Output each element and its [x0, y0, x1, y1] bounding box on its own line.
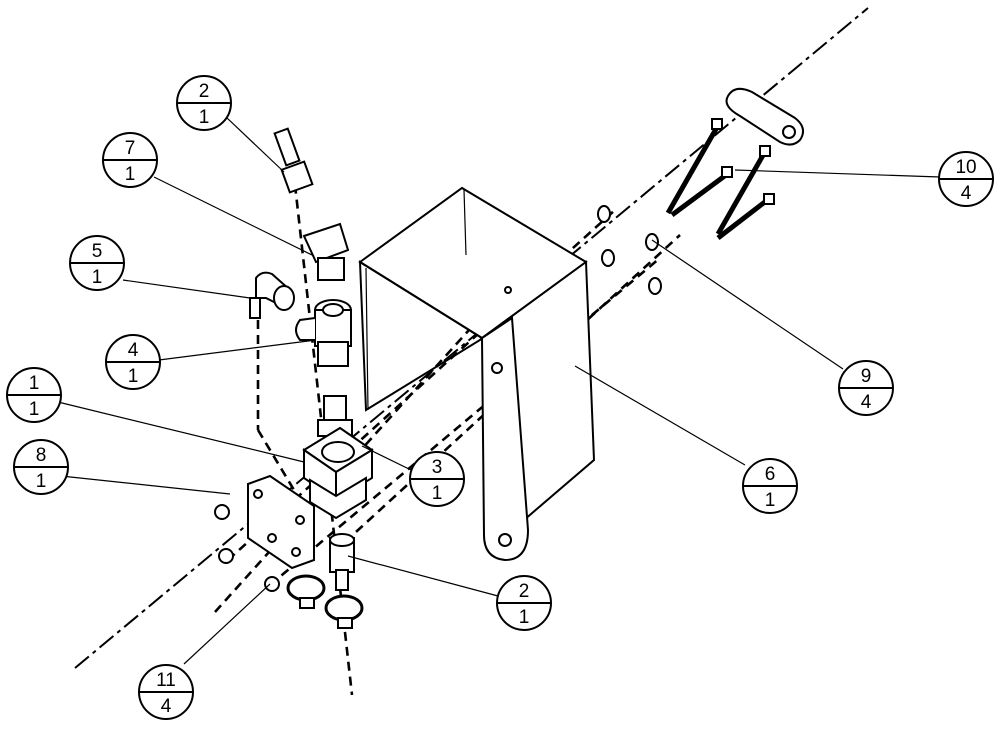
balloon-item: 4	[128, 340, 139, 361]
balloon-qty: 4	[161, 696, 172, 717]
pump-body	[302, 395, 374, 520]
tee-item-4	[295, 299, 352, 367]
balloon-item: 10	[955, 157, 976, 178]
balloon-5: 5 1	[69, 235, 125, 291]
balloon-item: 1	[29, 373, 40, 394]
balloon-qty: 1	[765, 490, 776, 511]
bracket-part	[358, 186, 596, 562]
nuts	[214, 504, 280, 592]
balloon-item: 5	[92, 241, 103, 262]
balloon-item: 3	[432, 457, 443, 478]
balloon-7: 7 1	[102, 132, 158, 188]
balloon-item: 8	[36, 445, 47, 466]
bottom-hose-barb	[329, 533, 355, 591]
balloon-qty: 1	[519, 607, 530, 628]
balloon-3: 3 1	[409, 451, 465, 507]
bolts	[665, 118, 775, 240]
elbow-item-5	[249, 271, 295, 319]
cover-plate	[247, 474, 315, 570]
balloon-qty: 1	[29, 399, 40, 420]
balloon-item: 7	[125, 138, 136, 159]
balloon-qty: 4	[961, 183, 972, 204]
leader-lines	[57, 116, 941, 665]
balloon-8: 8 1	[13, 439, 69, 495]
balloon-item: 11	[156, 670, 176, 691]
balloon-qty: 1	[199, 107, 210, 128]
balloon-2-bottom: 2 1	[496, 575, 552, 631]
balloon-item: 2	[199, 81, 210, 102]
washers	[597, 205, 662, 295]
balloon-2-top: 2 1	[176, 75, 232, 131]
balloon-9: 9 4	[838, 360, 894, 416]
balloon-qty: 1	[92, 267, 103, 288]
balloon-6: 6 1	[742, 458, 798, 514]
hose-clamps	[286, 574, 364, 629]
balloon-qty: 1	[128, 366, 139, 387]
top-hose-barb	[273, 127, 314, 194]
balloon-qty: 1	[36, 471, 47, 492]
balloon-item: 2	[519, 581, 530, 602]
mounting-tab	[725, 87, 805, 146]
balloon-10: 10 4	[938, 151, 994, 207]
elbow-item-7	[302, 222, 350, 281]
balloon-1: 1 1	[6, 367, 62, 423]
balloon-qty: 4	[861, 392, 872, 413]
balloon-qty: 1	[125, 164, 136, 185]
balloon-11: 11 4	[138, 664, 194, 720]
balloon-qty: 1	[432, 483, 443, 504]
balloon-item: 9	[861, 366, 872, 387]
balloon-item: 6	[765, 464, 776, 485]
balloon-4: 4 1	[105, 334, 161, 390]
